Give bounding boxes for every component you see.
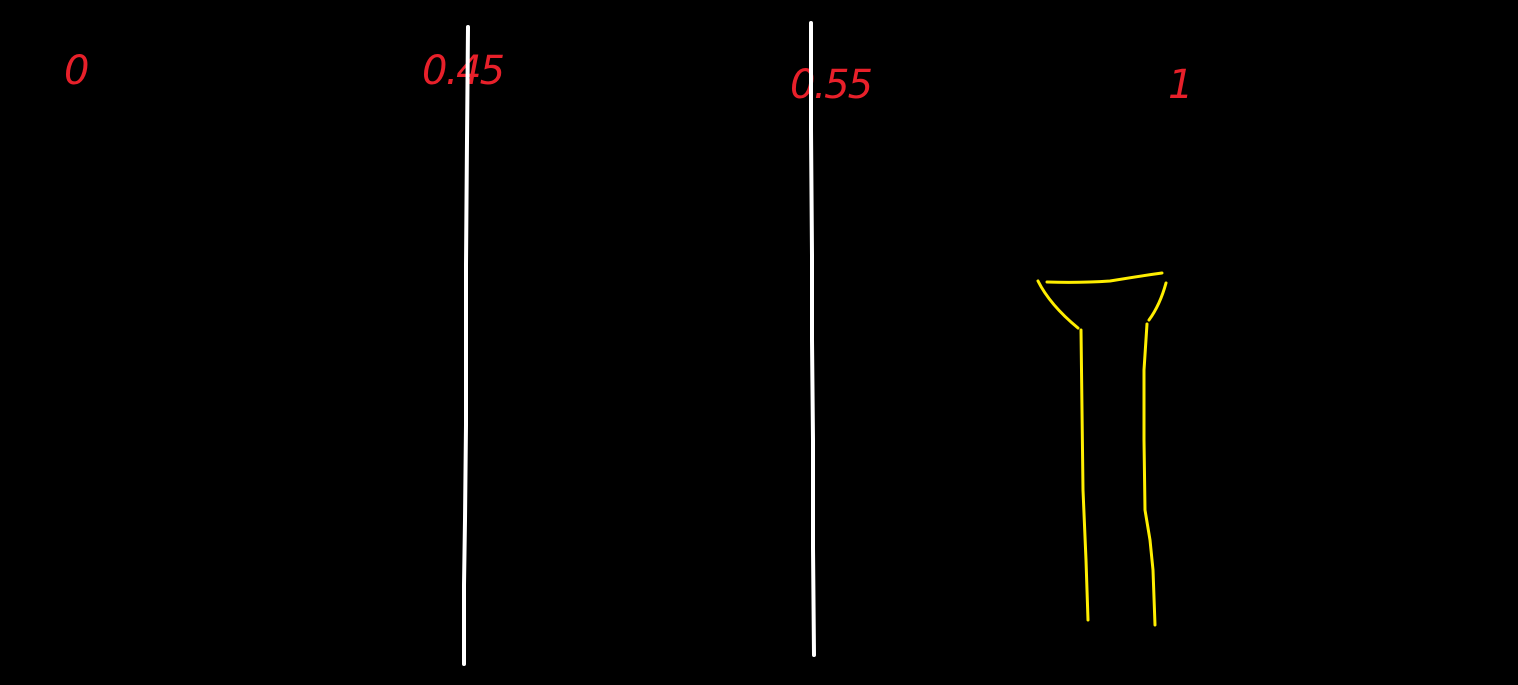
- funnel-left-flare: [1036, 279, 1080, 330]
- tick-labels: 0 0.45 0.55 1: [64, 48, 1193, 108]
- funnel-stem-shape: [1036, 271, 1168, 627]
- funnel-top-edge: [1045, 271, 1164, 284]
- label-0-55: 0.55: [790, 62, 872, 108]
- divider-line-right: [809, 21, 816, 657]
- label-zero: 0: [64, 48, 88, 94]
- divider-lines: [462, 21, 816, 666]
- label-0-45: 0.45: [422, 48, 504, 94]
- stem-left-side: [1079, 328, 1090, 622]
- stem-right-side: [1142, 322, 1157, 627]
- divider-line-left: [462, 25, 470, 666]
- label-one: 1: [1168, 62, 1191, 108]
- funnel-right-flare: [1147, 281, 1168, 322]
